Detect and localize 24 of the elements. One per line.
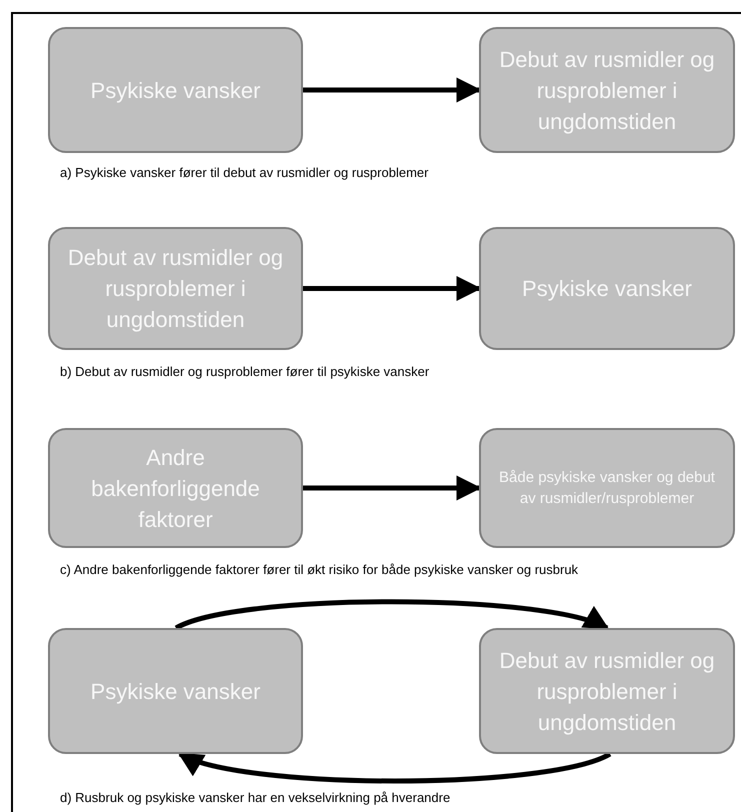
process-box: [479, 227, 735, 350]
process-box: [48, 428, 303, 548]
process-box: [48, 227, 303, 350]
process-box: [48, 628, 303, 754]
caption: d) Rusbruk og psykiske vansker har en vekselvirkning på hverandre: [60, 789, 452, 807]
box-text: Psykiske vansker: [90, 678, 260, 706]
arrow: [303, 78, 482, 102]
arrow: [178, 751, 611, 784]
arrow: [303, 276, 482, 301]
box-text: Psykiske vansker: [522, 275, 692, 303]
caption: c) Andre bakenforliggende faktorer fører til økt risiko for både psykiske vansker og rusbruk: [60, 561, 580, 579]
process-box: [479, 628, 735, 754]
box-text: Psykiske vansker: [90, 76, 260, 105]
caption: b) Debut av rusmidler og rusproblemer fører til psykiske vansker: [60, 363, 430, 381]
caption: a) Psykiske vansker fører til debut av rusmidler og rusproblemer: [60, 164, 430, 182]
box-text: Andre bakenforliggende faktorer: [90, 444, 261, 534]
box-text: Debut av rusmidler og rusproblemer i ungdomstiden: [498, 46, 716, 136]
box-text: Debut av rusmidler og rusproblemer i ungdomstiden: [66, 244, 284, 334]
process-box: [479, 27, 735, 153]
arrow: [303, 476, 482, 500]
process-box: [48, 27, 303, 153]
box-text: Både psykiske vansker og debut av rusmidler/rusproblemer: [498, 468, 716, 509]
box-text: Debut av rusmidler og rusproblemer i ungdomstiden: [498, 646, 716, 737]
process-box: [479, 428, 735, 548]
